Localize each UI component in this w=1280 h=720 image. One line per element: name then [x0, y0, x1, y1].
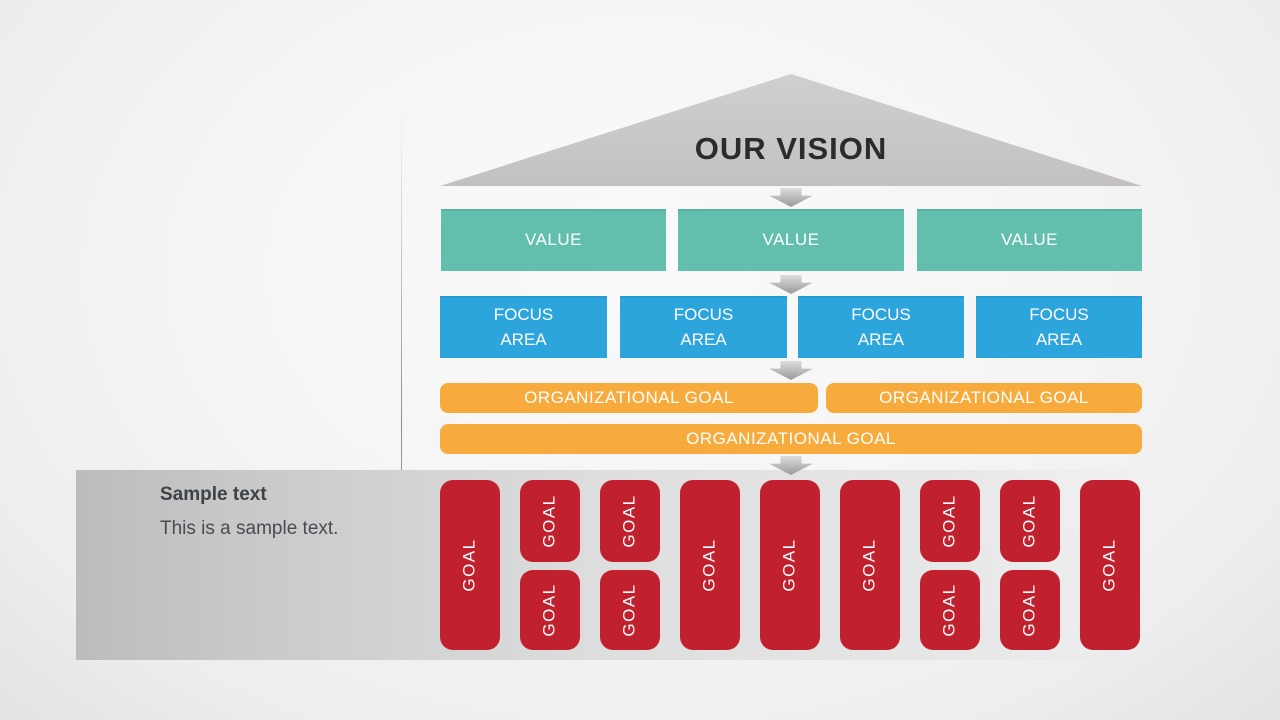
goal-label: GOAL [780, 538, 799, 592]
goal-box: GOAL [1080, 480, 1140, 650]
goal-box: GOAL [520, 570, 580, 650]
vision-triangle [440, 74, 1142, 186]
goal-label: GOAL [940, 583, 959, 637]
down-arrow-icon [769, 275, 813, 294]
org-goal-box: ORGANIZATIONAL GOAL [440, 383, 818, 413]
down-arrow-icon [769, 361, 813, 380]
vertical-divider [401, 108, 402, 623]
goal-label: GOAL [1100, 538, 1119, 592]
value-label: VALUE [1001, 230, 1058, 249]
focus-area-label: FOCUS AREA [493, 305, 554, 349]
focus-area-label: FOCUS AREA [1029, 305, 1089, 349]
value-label: VALUE [762, 230, 820, 249]
goal-box: GOAL [440, 480, 500, 650]
focus-area-label: FOCUS AREA [851, 305, 911, 349]
goal-box: GOAL [760, 480, 820, 650]
goal-label: GOAL [620, 494, 639, 548]
goal-box: GOAL [1000, 570, 1060, 650]
goal-box: GOAL [920, 480, 980, 562]
goal-box: GOAL [840, 480, 900, 650]
focus-area-box: FOCUS AREA [620, 296, 787, 358]
focus-area-label: FOCUS AREA [673, 305, 734, 349]
org-goal-label: ORGANIZATIONAL GOAL [879, 388, 1089, 407]
goal-box: GOAL [520, 480, 580, 562]
goal-label: GOAL [540, 583, 559, 637]
goal-label: GOAL [460, 538, 479, 592]
vision-title: OUR VISION [694, 131, 888, 166]
down-arrow-icon [769, 188, 813, 207]
org-goal-box: ORGANIZATIONAL GOAL [826, 383, 1142, 413]
focus-area-box: FOCUS AREA [798, 296, 964, 358]
org-goal-box: ORGANIZATIONAL GOAL [440, 424, 1142, 454]
goal-box: GOAL [920, 570, 980, 650]
goal-box: GOAL [600, 570, 660, 650]
sample-text-body: This is a sample text. [160, 518, 339, 539]
goal-box: GOAL [680, 480, 740, 650]
goal-box: GOAL [600, 480, 660, 562]
value-box: VALUE [441, 209, 666, 271]
goal-label: GOAL [1020, 583, 1039, 637]
goal-box: GOAL [1000, 480, 1060, 562]
value-box: VALUE [917, 209, 1142, 271]
org-goal-label: ORGANIZATIONAL GOAL [524, 388, 734, 407]
goal-label: GOAL [940, 494, 959, 548]
goal-label: GOAL [860, 538, 879, 592]
value-label: VALUE [525, 230, 582, 249]
goal-label: GOAL [540, 494, 559, 548]
focus-area-box: FOCUS AREA [976, 296, 1142, 358]
org-goal-label: ORGANIZATIONAL GOAL [686, 429, 896, 448]
goal-label: GOAL [620, 583, 639, 637]
value-box: VALUE [678, 209, 904, 271]
focus-area-box: FOCUS AREA [440, 296, 607, 358]
goal-label: GOAL [700, 538, 719, 592]
goal-label: GOAL [1020, 494, 1039, 548]
sample-text-title: Sample text [160, 484, 267, 505]
